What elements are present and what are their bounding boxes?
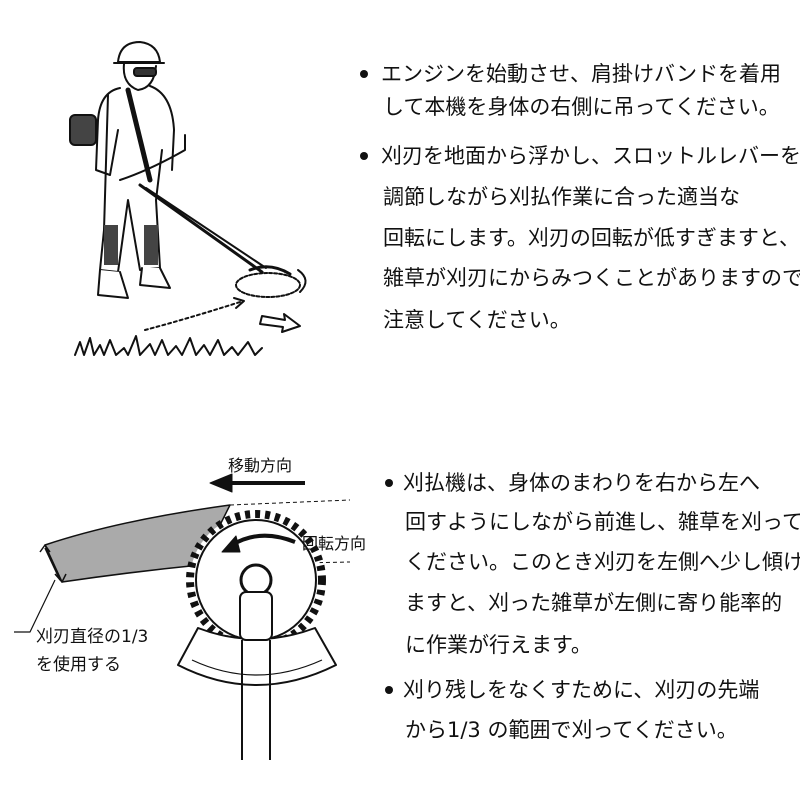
text-line: エンジンを始動させ、肩掛けバンドを着用 <box>381 62 782 86</box>
diameter-label-line1: 刈刃直径の1/3 <box>36 627 149 647</box>
text-line: 注意してください。 <box>383 308 571 332</box>
text-line: して本機を身体の右側に吊ってください。 <box>383 95 780 119</box>
text-line: から1/3 の範囲で刈ってください。 <box>405 718 738 742</box>
move-direction-label: 移動方向 <box>228 456 293 475</box>
text-line: 刈払機は、身体のまわりを右から左へ <box>403 471 760 495</box>
operator-illustration <box>69 41 307 356</box>
bullet-dot <box>385 686 393 694</box>
bullet-dot <box>385 479 393 487</box>
text-line: 回転にします。刈刃の回転が低すぎますと、 <box>383 226 800 250</box>
text-line: に作業が行えます。 <box>405 633 592 657</box>
text-line: 刈り残しをなくすために、刈刃の先端 <box>403 678 760 702</box>
bullet-dot <box>360 70 368 78</box>
rotation-direction-label: 回転方向 <box>302 534 367 553</box>
text-line: 調節しながら刈払作業に合った適当な <box>383 185 740 209</box>
text-line: ますと、刈った雑草が左側に寄り能率的 <box>405 591 783 615</box>
text-line: 刈刃を地面から浮かし、スロットルレバーを <box>381 144 800 168</box>
diameter-label-line2: を使用する <box>36 655 121 675</box>
text-line: 回すようにしながら前進し、雑草を刈って <box>405 510 800 534</box>
bullet-dot <box>360 152 368 160</box>
cutting-diagram <box>14 473 351 760</box>
text-line: ください。このとき刈刃を左側へ少し傾け <box>405 550 800 574</box>
text-line: 雑草が刈刃にからみつくことがありますので <box>383 266 800 290</box>
